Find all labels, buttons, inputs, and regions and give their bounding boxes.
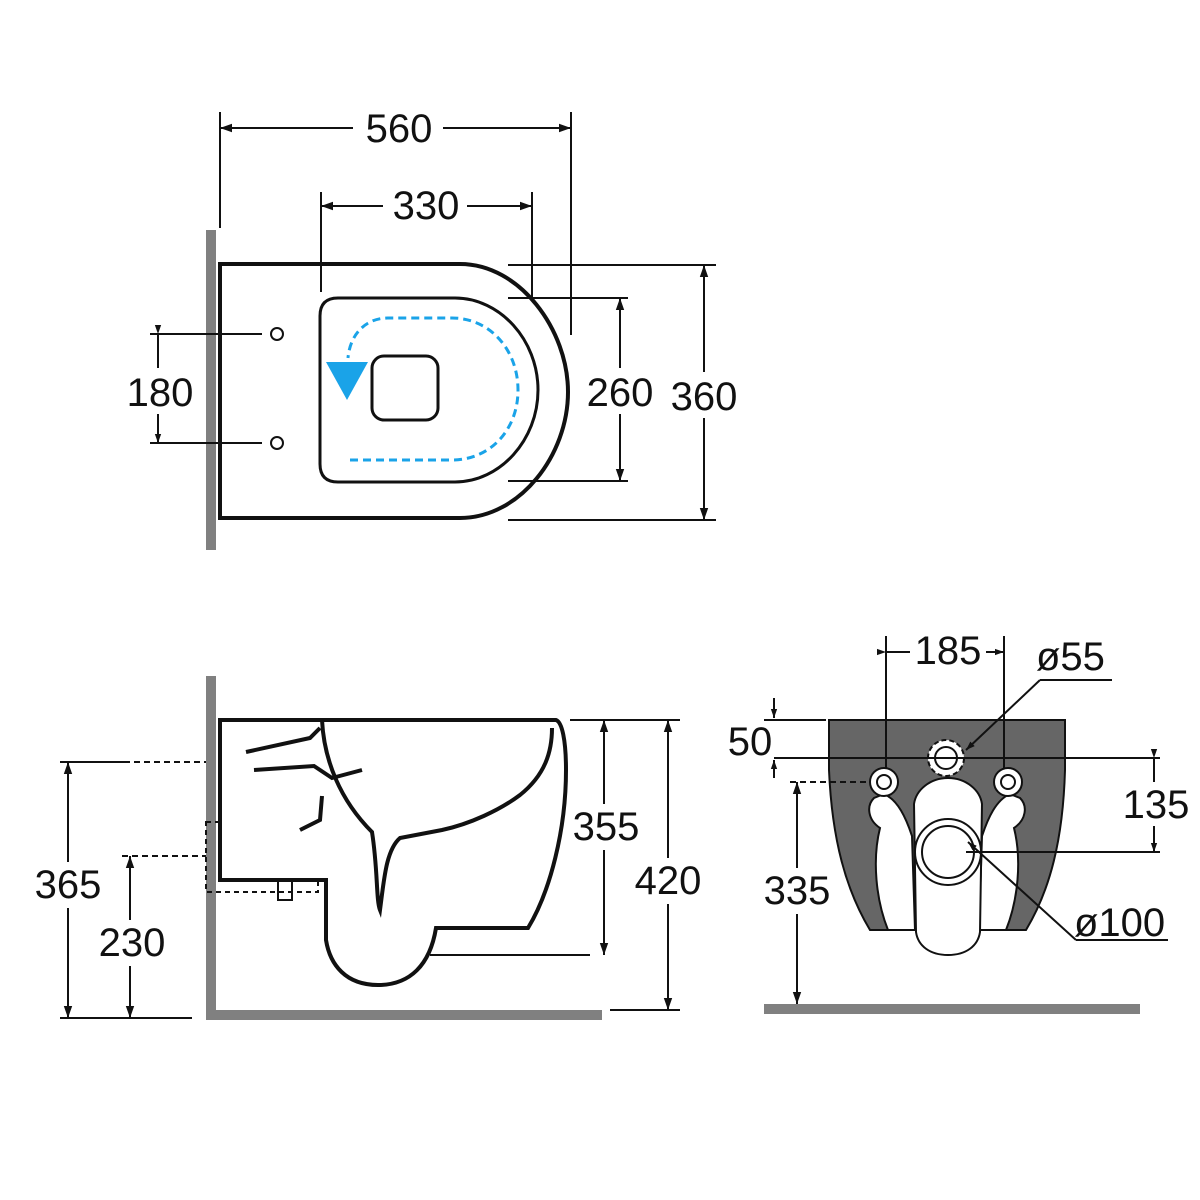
bolt-to-outlet-label: 135 [1123,783,1190,827]
wall [206,230,216,550]
overall-width-label: 360 [671,375,738,419]
rim-flush-path [346,316,520,462]
side-view: 365 230 355 420 [32,676,706,1020]
top-view: 180 560 330 260 360 [124,104,744,550]
wall [206,676,216,1020]
bolt-spacing-label: 185 [915,629,982,673]
bowl-height-label: 355 [573,805,640,849]
fixing-hole [270,436,284,450]
inlet-offset-label: 50 [728,720,773,764]
pan-profile [218,718,569,988]
outlet-diameter-label: ø100 [1074,901,1165,945]
bowl-interior [320,719,554,918]
outlet-opening [370,354,440,422]
outlet-leader-line [967,841,1077,941]
fixing-spacing-label: 180 [127,371,194,415]
overall-length-label: 560 [366,107,433,151]
pan-back-recess [977,792,1026,931]
inlet-leader-line [965,679,1041,751]
fixing-hole [270,327,284,341]
trap-channel [245,726,363,832]
inlet-height-label: 365 [35,863,102,907]
fixing-bolt [1000,774,1016,790]
seat-length-label: 330 [393,184,460,228]
floor [206,1010,602,1020]
pan-back-recess [868,792,917,931]
floor [764,1004,1140,1014]
fixing-bolt [876,774,892,790]
bowl-opening [318,296,540,484]
seat-width-label: 260 [587,371,654,415]
outlet-centre-height-label: 335 [764,869,831,913]
inlet-diameter-label: ø55 [1036,635,1105,679]
back-view: 185 ø55 50 135 335 ø100 [728,628,1194,1014]
flush-arrow-icon [326,362,368,400]
overall-height-label: 420 [635,859,702,903]
outlet-height-label: 230 [99,921,166,965]
